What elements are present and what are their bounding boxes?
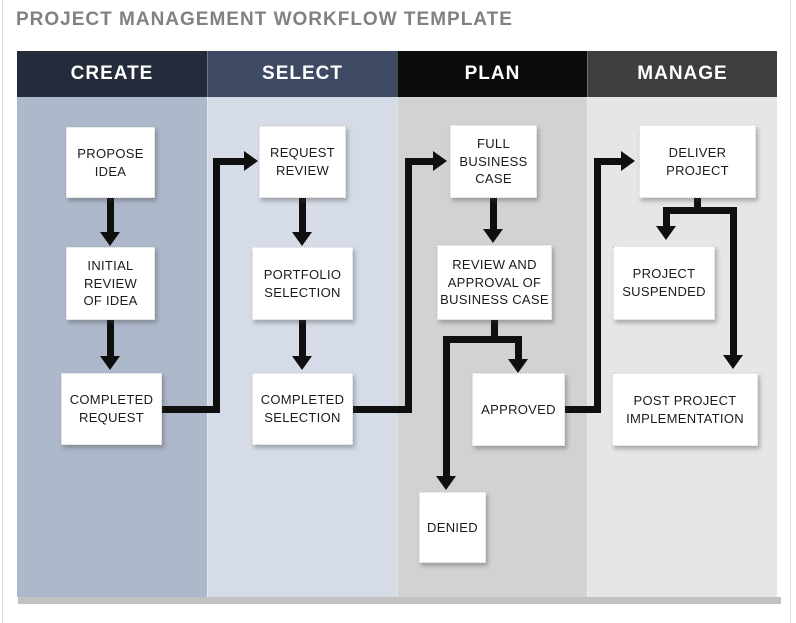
connector-portfolio-to-completed-line [299, 320, 306, 356]
connector-review-split-bar [443, 336, 522, 343]
column-header-create-label: CREATE [70, 63, 154, 84]
node-approved[interactable]: APPROVED [472, 373, 565, 446]
page-right-edge-line [790, 0, 791, 623]
connector-request-elbow-horizontal [162, 406, 220, 413]
node-deliver-project[interactable]: DELIVER PROJECT [639, 125, 756, 198]
connector-businesscase-elbow-top [412, 158, 433, 165]
column-header-plan[interactable]: PLAN [397, 51, 587, 97]
connector-deliver-split-stub [694, 198, 701, 214]
connector-portfolio-to-completed-arrowhead [292, 356, 312, 370]
column-header-manage[interactable]: MANAGE [587, 51, 777, 97]
column-header-create[interactable]: CREATE [17, 51, 207, 97]
connector-deliver-elbow-top [601, 158, 621, 165]
node-review-and-approval[interactable]: REVIEW AND APPROVAL OF BUSINESS CASE [437, 245, 552, 320]
connector-deliver-elbow-horizontal [565, 406, 601, 413]
node-project-suspended[interactable]: PROJECT SUSPENDED [613, 246, 715, 320]
node-denied[interactable]: DENIED [419, 492, 486, 563]
node-completed-selection[interactable]: COMPLETED SELECTION [252, 373, 353, 445]
connector-initial-to-completed-arrowhead [100, 356, 120, 370]
connector-businesscase-elbow-horizontal [353, 406, 412, 413]
connector-propose-to-initial-arrowhead [100, 232, 120, 246]
connector-to-denied-line [443, 336, 450, 476]
connector-to-suspended-line [663, 207, 670, 226]
connector-review-split-stub [491, 320, 498, 343]
connector-to-denied-arrowhead [436, 476, 456, 490]
connector-request-arrowhead [244, 151, 258, 171]
node-initial-review-of-idea[interactable]: INITIAL REVIEW OF IDEA [66, 247, 155, 320]
connector-to-postproject-line [730, 207, 737, 355]
column-header-select-label: SELECT [262, 63, 343, 84]
node-full-business-case[interactable]: FULL BUSINESS CASE [450, 125, 537, 198]
connector-fullcase-to-review-arrowhead [483, 229, 503, 243]
connector-to-approved-line [515, 336, 522, 359]
connector-businesscase-arrowhead [433, 151, 447, 171]
connector-review-to-portfolio-line [299, 198, 306, 232]
connector-deliver-split-bar [663, 207, 737, 214]
connector-to-approved-arrowhead [508, 359, 528, 373]
node-completed-request[interactable]: COMPLETED REQUEST [61, 373, 162, 445]
connector-to-suspended-arrowhead [656, 226, 676, 240]
page-left-edge-line [2, 0, 3, 623]
node-request-review[interactable]: REQUEST REVIEW [259, 126, 346, 198]
column-header-select[interactable]: SELECT [207, 51, 397, 97]
connector-fullcase-to-review-line [490, 198, 497, 229]
connector-to-postproject-arrowhead [723, 355, 743, 369]
column-header-manage-label: MANAGE [637, 63, 728, 84]
connector-review-to-portfolio-arrowhead [292, 232, 312, 246]
connector-request-elbow-vertical [213, 158, 220, 413]
connector-initial-to-completed-line [107, 320, 114, 356]
connector-deliver-elbow-vertical [594, 158, 601, 413]
node-portfolio-selection[interactable]: PORTFOLIO SELECTION [252, 247, 353, 320]
node-post-project-implementation[interactable]: POST PROJECT IMPLEMENTATION [612, 373, 758, 446]
page-title: PROJECT MANAGEMENT WORKFLOW TEMPLATE [16, 9, 513, 30]
columns-bottom-shadow [18, 597, 781, 604]
connector-propose-to-initial-line [107, 198, 114, 232]
connector-request-elbow-top [220, 158, 244, 165]
column-header-plan-label: PLAN [464, 63, 521, 84]
connector-deliver-arrowhead [621, 151, 635, 171]
node-propose-idea[interactable]: PROPOSE IDEA [66, 127, 155, 198]
connector-businesscase-elbow-vertical [405, 158, 412, 413]
